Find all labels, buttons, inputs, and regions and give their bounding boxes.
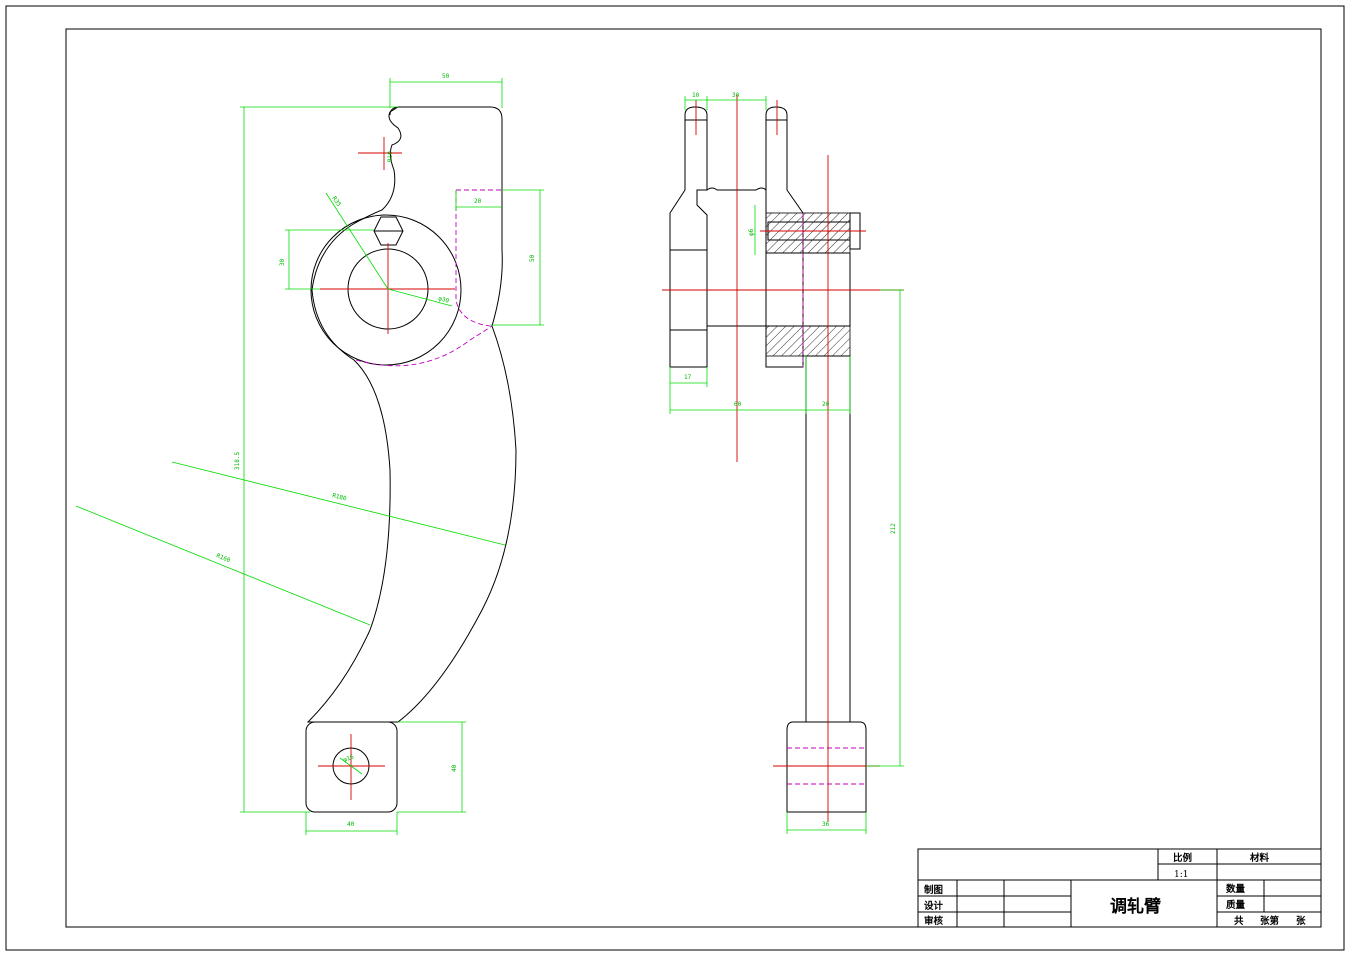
dim-bottom-hole-diameter: φ16	[342, 753, 355, 763]
boss-circle	[310, 214, 462, 366]
dim-top-width: 50	[442, 73, 450, 80]
dim-bottom-width-side: 36	[822, 821, 830, 828]
weight-label: 质量	[1226, 899, 1246, 911]
hidden-slot	[455, 189, 502, 327]
scale-label: 比例	[1173, 852, 1192, 864]
dim-bottom-height: 40	[451, 764, 458, 772]
sheet-unit: 张	[1296, 915, 1306, 927]
dim-base-width: 17	[684, 374, 692, 381]
dim-slot-height: 50	[529, 254, 536, 262]
fork-web	[706, 187, 767, 191]
dim-boss-offset: 30	[279, 258, 286, 266]
hub-hatch-upper	[765, 212, 804, 254]
rod-bottom-block	[786, 721, 867, 813]
design-label: 设计	[924, 900, 944, 912]
hub-body	[765, 252, 851, 327]
right-fork	[765, 106, 804, 368]
inner-border	[65, 28, 1322, 928]
dim-inner-arc-radius: R160	[215, 552, 231, 564]
front-dimensions: 50 318.5 R10 20 50 30 R35	[75, 73, 544, 835]
dim-hub-width: 60	[734, 401, 742, 408]
left-fork	[669, 106, 708, 368]
dim-fork-width-left: 10	[692, 92, 700, 99]
dim-outer-arc-radius: R180	[332, 492, 348, 502]
title-block: 比例 1:1 材料 制图 设计 审核 调轧臂 数量 质量 共 张第 张	[917, 848, 1322, 928]
scale-value: 1:1	[1174, 870, 1188, 880]
dim-notch-radius: R10	[387, 151, 394, 162]
dim-boss-radius: R35	[330, 195, 342, 208]
quantity-label: 数量	[1225, 883, 1246, 895]
front-view: 50 318.5 R10 20 50 30 R35	[75, 73, 544, 835]
drawn-label: 制图	[924, 884, 943, 896]
hub-hatch-lower	[765, 325, 851, 357]
dim-hole-diameter: φ30	[437, 295, 450, 305]
bottom-block	[305, 721, 398, 813]
dim-overall-height: 318.5	[234, 452, 241, 470]
side-dimensions: 10 30 φ6 17 60 20 212	[669, 92, 904, 834]
dim-fork-gap: 30	[732, 92, 740, 99]
dim-bottom-width: 40	[347, 821, 355, 828]
side-view: 10 30 φ6 17 60 20 212	[662, 92, 904, 834]
arm-body-outline	[306, 106, 517, 723]
outer-border	[5, 5, 1345, 951]
material-label: 材料	[1249, 852, 1270, 864]
dim-pin-hole-diameter: φ6	[748, 228, 755, 236]
check-label: 审核	[924, 915, 944, 927]
dim-rod-diameter: 20	[822, 401, 830, 408]
hub-hatch-bolt	[802, 212, 851, 254]
sheet-of: 张第	[1260, 915, 1280, 927]
part-name: 调轧臂	[1110, 896, 1161, 917]
sheet-total: 共	[1234, 915, 1244, 927]
dim-length: 212	[890, 523, 897, 534]
hidden-arc	[355, 325, 493, 367]
dim-slot-depth: 20	[474, 198, 482, 205]
